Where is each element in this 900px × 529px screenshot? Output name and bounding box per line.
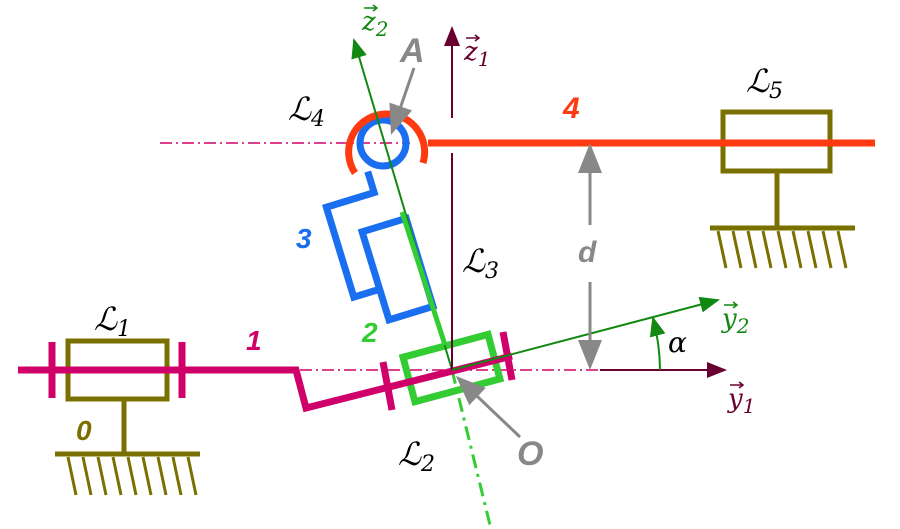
label-distance-d: d [578, 236, 597, 269]
label-z1: z1 [463, 37, 490, 71]
label-L3: ℒ3 [462, 242, 499, 284]
label-part-2: 2 [361, 317, 378, 348]
z2-vector-arrow-icon [364, 4, 379, 12]
label-point-A: A [399, 32, 425, 70]
label-y2: y2 [721, 304, 749, 338]
label-z2: z2 [361, 7, 388, 41]
ground-0 [55, 338, 200, 496]
label-point-O: O [517, 435, 543, 473]
z2-highlight [399, 211, 448, 346]
label-L5: ℒ5 [746, 62, 783, 104]
y2-vector-arrow-icon [724, 301, 739, 309]
pointer-A [389, 67, 416, 135]
y2-axis [451, 296, 720, 371]
label-part-3: 3 [296, 223, 312, 254]
label-part-4: 4 [562, 92, 580, 125]
label-angle-alpha: α [668, 326, 687, 359]
label-L4: ℒ4 [288, 90, 325, 132]
alpha-arc [649, 316, 666, 371]
label-y1: y1 [727, 384, 755, 418]
z1-vector-arrow-icon [466, 34, 481, 42]
ground-L5 [710, 109, 855, 269]
label-part-0: 0 [76, 415, 92, 446]
label-L2: ℒ2 [398, 435, 435, 477]
label-L1: ℒ1 [94, 300, 131, 342]
part-4-body [345, 110, 875, 175]
z2-axis-dashed [450, 369, 492, 526]
part-3-body [321, 116, 438, 325]
vector-arrow-icons [364, 4, 745, 389]
y1-vector-arrow-icon [730, 381, 745, 389]
pointer-O [455, 375, 522, 439]
label-part-1: 1 [246, 325, 262, 356]
